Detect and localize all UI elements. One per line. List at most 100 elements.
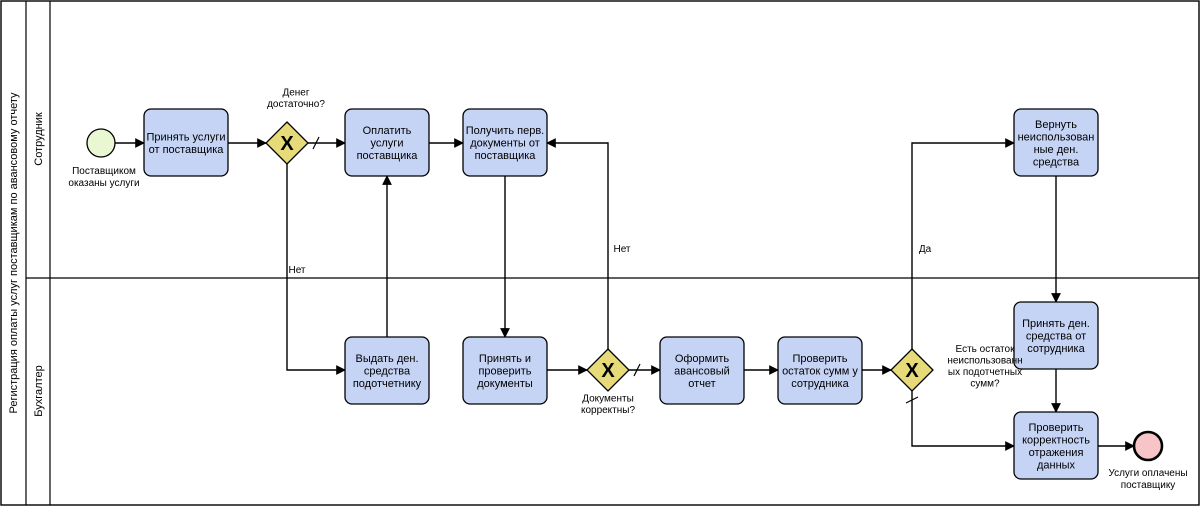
sequence-flow: Нет (286, 164, 346, 375)
task-label-line: поставщика (475, 150, 537, 162)
task-label-line: поставщика (357, 150, 419, 162)
gateway-question-line: Документы (582, 393, 634, 404)
gateway-question-line: сумм? (970, 378, 1000, 389)
flow-condition-label: Да (919, 244, 932, 255)
task-label-line: авансовый (674, 366, 730, 378)
flow-condition-label: Нет (613, 244, 630, 255)
start-event-circle[interactable] (86, 128, 116, 158)
gateway-question-line: ых подотчетных (948, 367, 1022, 378)
task-label-line: Принять услуги (147, 131, 226, 143)
task-label-line: ные ден. (1034, 144, 1079, 156)
task-box[interactable] (777, 336, 863, 405)
task-box[interactable] (1013, 108, 1099, 177)
task-label-line: отчет (688, 378, 715, 390)
task-label-line: остаток сумм у (782, 366, 858, 378)
task-label-line: сотрудника (791, 378, 849, 390)
task-label-line: услуги (371, 138, 404, 150)
end-event-circle[interactable] (1132, 430, 1164, 462)
task-label-line: подотчетнику (353, 378, 422, 390)
task-box[interactable] (344, 336, 430, 405)
gateway-diamond[interactable] (890, 348, 934, 392)
sequence-flow (308, 136, 346, 150)
task-label-line: средства (364, 366, 411, 378)
sequence-flow (629, 363, 661, 377)
task-box[interactable] (462, 336, 548, 405)
start-event-label-line: Поставщиком (72, 166, 136, 177)
task-label-line: Проверить (792, 353, 847, 365)
task-box[interactable] (462, 108, 548, 177)
task-label-line: Принять и (479, 353, 531, 365)
flow-condition-label: Нет (288, 265, 305, 276)
task-label-line: от поставщика (149, 144, 225, 156)
task-label-line: Оплатить (363, 125, 412, 137)
flow-line (286, 164, 346, 375)
gateway-question-line: корректны? (581, 405, 636, 416)
task-label-line: Проверить (1028, 422, 1083, 434)
task-label-line: средства (1033, 156, 1080, 168)
sequence-flow: Да (911, 138, 1015, 349)
gateway-question-line: достаточно? (267, 99, 325, 110)
flow-line (911, 138, 1015, 349)
task-box[interactable] (1013, 301, 1099, 370)
sequence-flow (905, 391, 1015, 451)
task-box[interactable] (659, 336, 745, 405)
task-label-line: отражения (1029, 447, 1084, 459)
exclusive-x-icon: X (905, 360, 919, 382)
end-event-label-line: Услуги оплачены (1108, 468, 1187, 479)
task-label-line: средства от (1026, 331, 1086, 343)
gateway-diamond[interactable] (586, 348, 630, 392)
flow-line (911, 391, 1015, 451)
flow-line (546, 138, 609, 349)
task-label-line: проверить (478, 366, 531, 378)
task-label-line: Вернуть (1035, 119, 1077, 131)
gateway-question-line: неиспользованн (947, 355, 1022, 366)
lane-label-lane-accountant: Бухгалтер (33, 365, 45, 416)
task-label-line: данных (1037, 459, 1076, 471)
exclusive-x-icon: X (601, 360, 615, 382)
task-label-line: Оформить (675, 353, 730, 365)
task-box[interactable] (1013, 411, 1099, 480)
task-label-line: Принять ден. (1022, 318, 1090, 330)
task-label-line: Выдать ден. (355, 353, 418, 365)
default-flow-marker (905, 396, 919, 404)
task-label-line: сотрудника (1027, 343, 1085, 355)
task-label-line: неиспользован (1018, 131, 1095, 143)
task-box[interactable] (143, 108, 229, 177)
task-label-line: документы от (470, 138, 540, 150)
gateway-question-line: Денег (282, 87, 309, 98)
task-box[interactable] (344, 108, 430, 177)
default-flow-marker (312, 136, 320, 150)
lane-label-lane-employee: Сотрудник (33, 112, 45, 166)
gateway-diamond[interactable] (265, 121, 309, 165)
